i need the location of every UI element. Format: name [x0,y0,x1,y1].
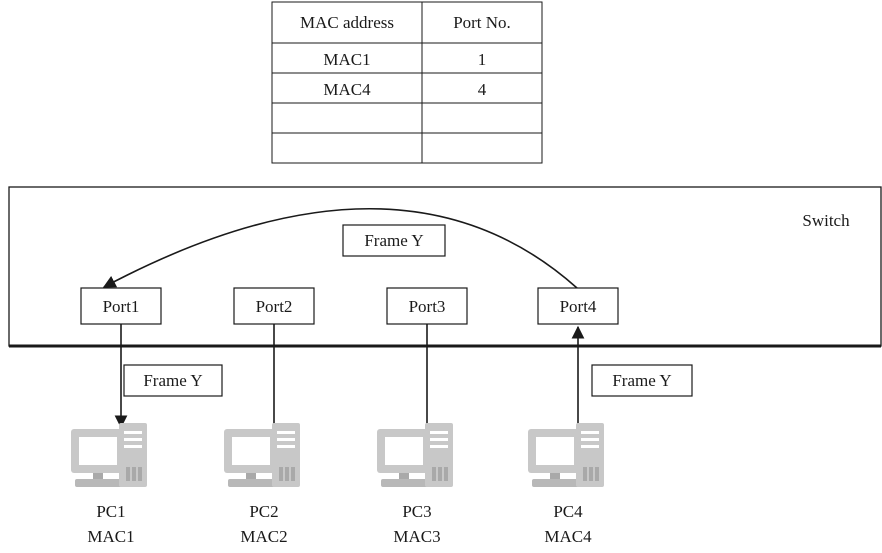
port-4 [537,287,619,325]
link-right-frame-label: Frame Y [612,371,671,390]
pc3-mac: MAC3 [393,527,440,546]
pc1-name: PC1 [96,502,125,521]
mac-table-cell: 1 [478,50,487,69]
link-right-frame-box [591,364,693,397]
forward-frame-label: Frame Y [364,231,423,250]
mac-table-cell: 4 [478,80,487,99]
computer-icon [377,423,453,487]
computer-icon [528,423,604,487]
pc4-mac: MAC4 [544,527,592,546]
forward-frame-label-box [342,224,446,257]
port-2 [233,287,315,325]
mac-table-header-port: Port No. [453,13,511,32]
port-2-label: Port2 [256,297,293,316]
computer-icon [224,423,300,487]
switch-label: Switch [802,211,850,230]
switch: Switch Frame Y Port1 Port2 Port3 Port4 [8,186,882,348]
pc3-name: PC3 [402,502,431,521]
pc2-name: PC2 [249,502,278,521]
pc4-name: PC4 [553,502,583,521]
pc2-mac: MAC2 [240,527,287,546]
mac-table-border [271,1,543,164]
computer-icon [71,423,147,487]
port-1 [80,287,162,325]
forward-arrow [102,207,578,289]
mac-table-cell: MAC4 [323,80,371,99]
port-1-label: Port1 [103,297,140,316]
pc1-mac: MAC1 [87,527,134,546]
port-4-label: Port4 [560,297,597,316]
mac-table-header-mac: MAC address [300,13,394,32]
pc-labels: PC1 MAC1 PC2 MAC2 PC3 MAC3 PC4 MAC4 [87,502,592,546]
port-3 [386,287,468,325]
mac-table-cell: MAC1 [323,50,370,69]
link-left-frame-label: Frame Y [143,371,202,390]
link-left-frame-box [123,364,223,397]
mac-address-table: MAC address Port No. MAC1 1 MAC4 4 [271,1,543,164]
port-3-label: Port3 [409,297,446,316]
links: Frame Y Frame Y [114,324,693,429]
computers [71,423,604,487]
